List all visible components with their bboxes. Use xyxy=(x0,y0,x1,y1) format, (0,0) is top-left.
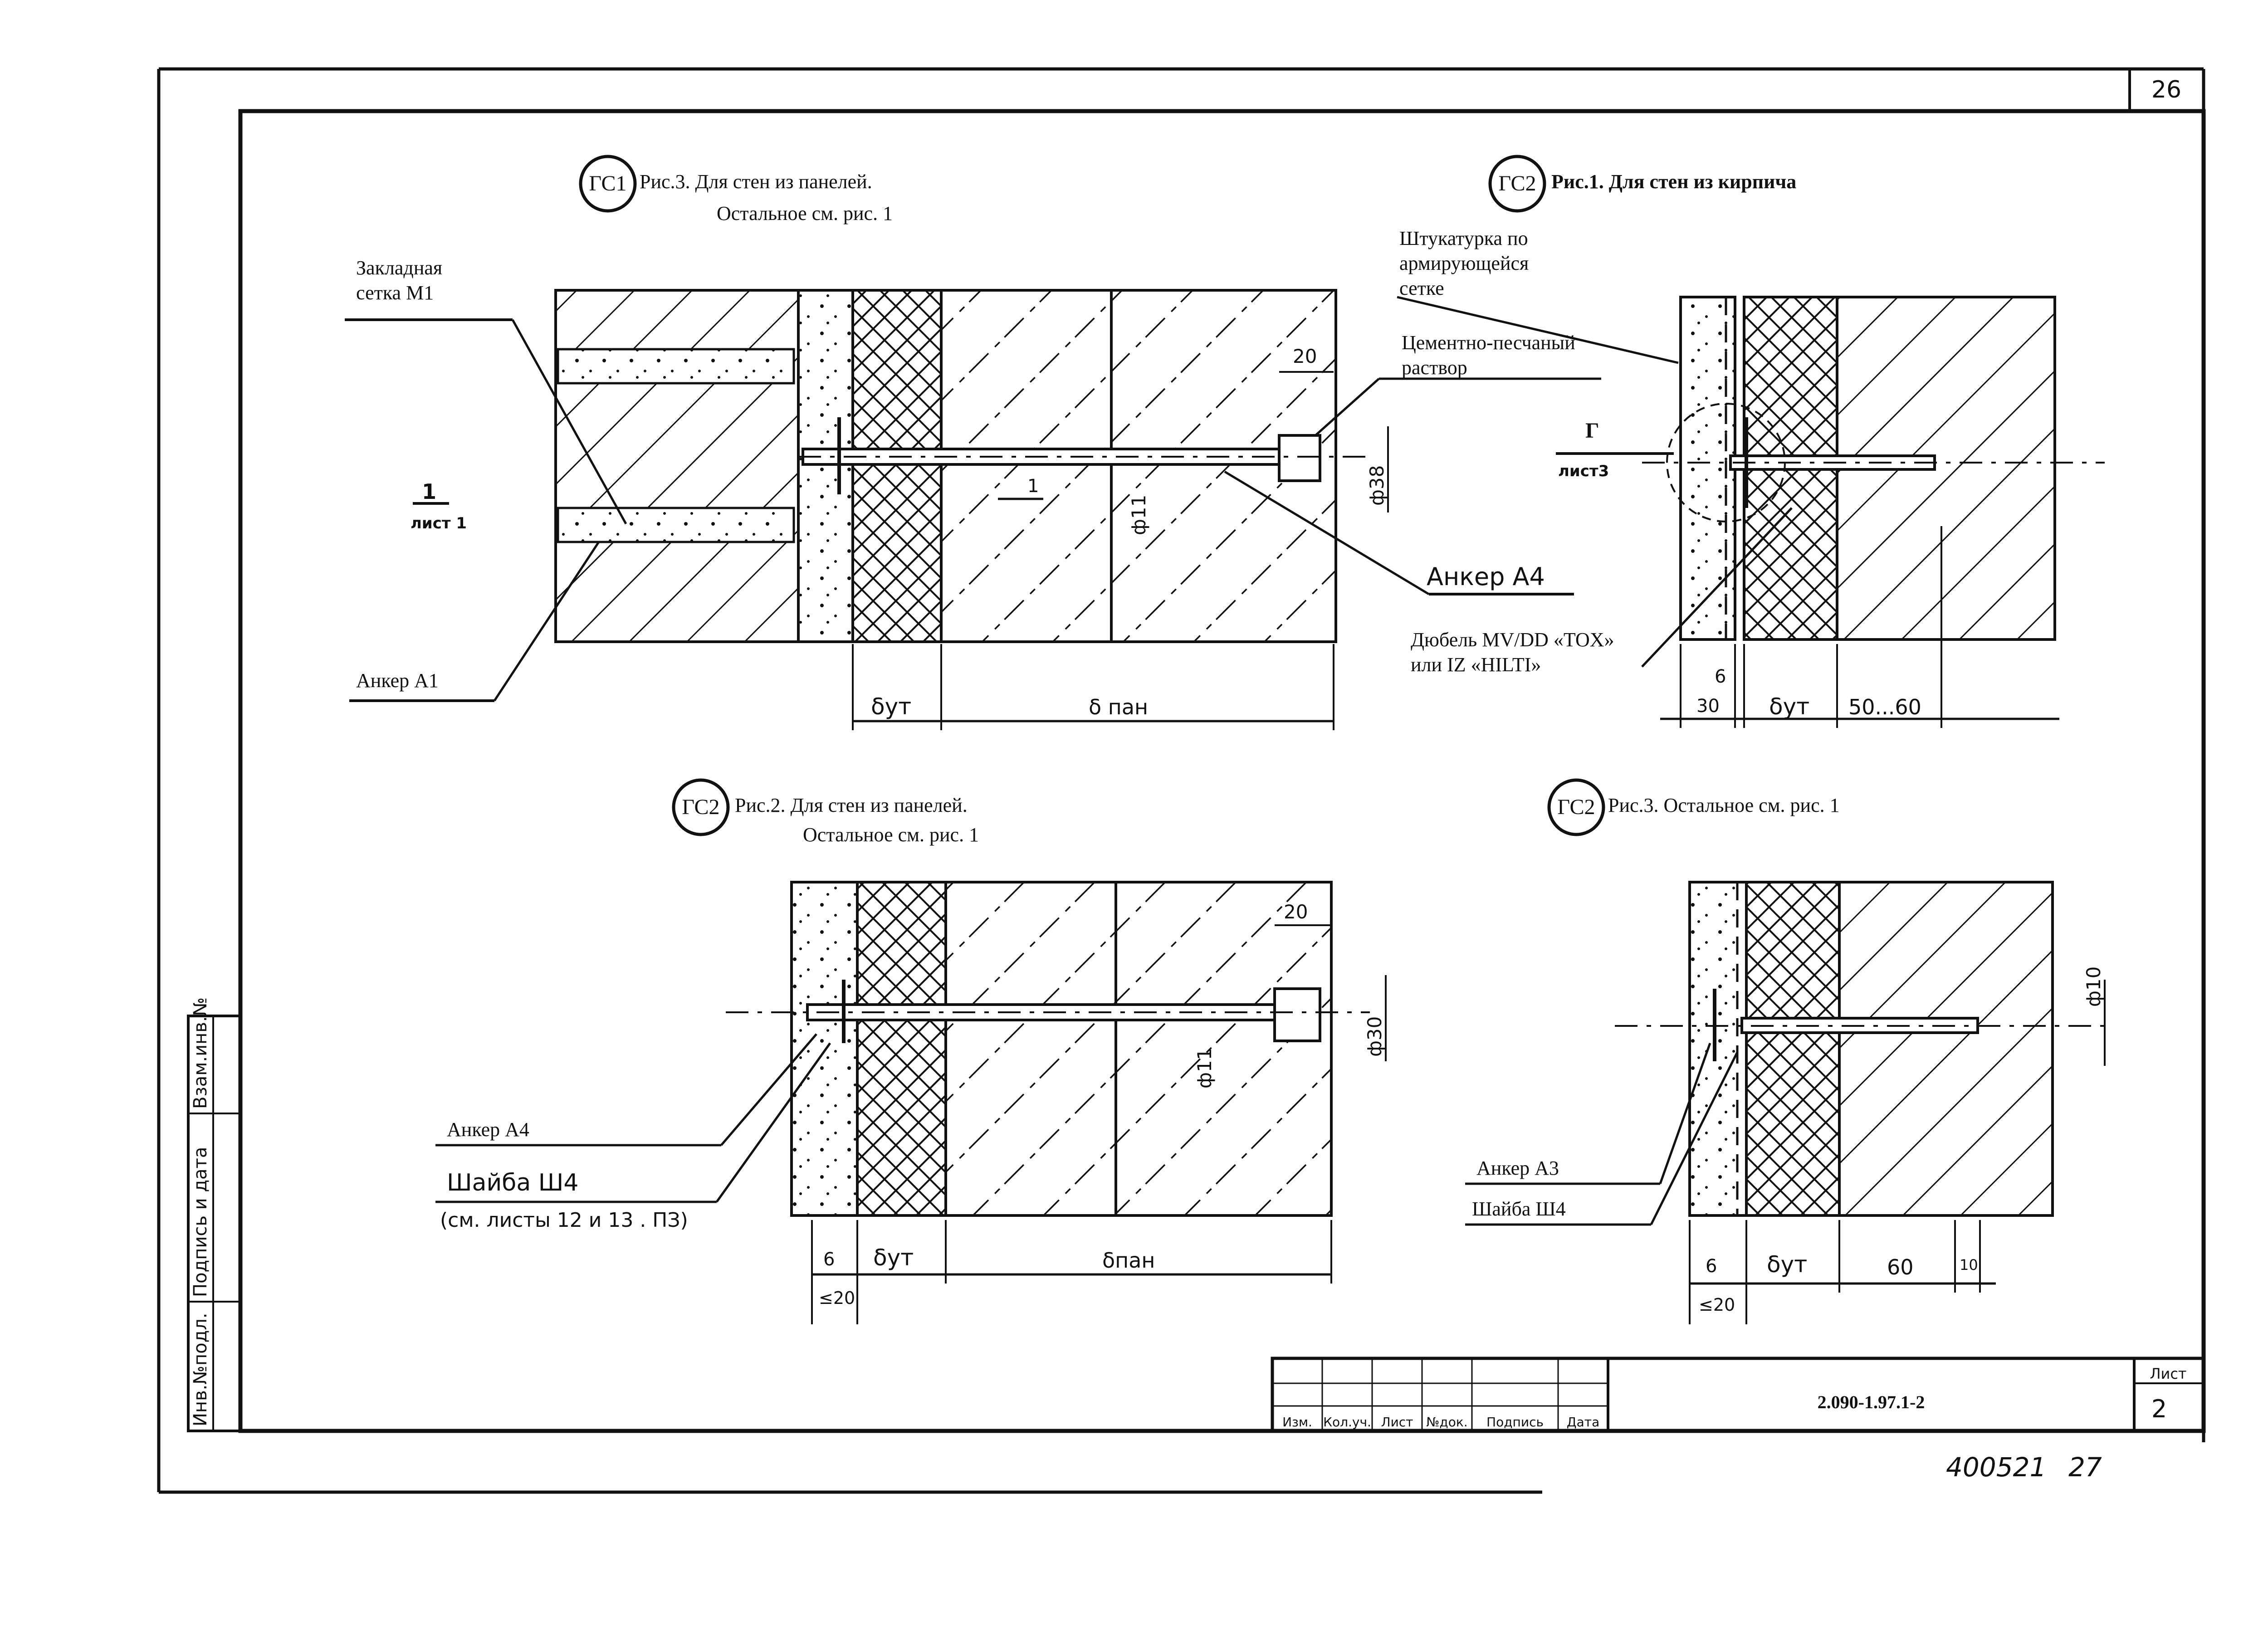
dim-dut: δут xyxy=(873,1245,914,1271)
insulation-layer xyxy=(856,881,947,1217)
insulation-layer xyxy=(1745,881,1841,1217)
sheet-label: Лист xyxy=(2150,1365,2186,1382)
label-dowel-line2: или IZ «HILTI» xyxy=(1411,654,1541,676)
joint-mortar-upper xyxy=(558,349,794,383)
figure-tag: ГС2 xyxy=(1557,795,1595,819)
dim-dut: δут xyxy=(1769,693,1809,720)
tb-col-izm: Изм. xyxy=(1282,1415,1312,1430)
figure-bottom-right: ГС2 Рис.3. Остальное см. рис. 1 xyxy=(1465,778,2109,1324)
dim-6: 6 xyxy=(1715,666,1726,687)
figure-bottom-left: ГС2 Рис.2. Для стен из панелей. Остально… xyxy=(435,778,1387,1324)
dim-6: 6 xyxy=(823,1249,835,1270)
label-dowel: Дюбель MV/DD «TOX» xyxy=(1411,629,1614,651)
sheet-frame xyxy=(157,67,2206,1494)
figure-tag-circle xyxy=(1488,155,1546,213)
tb-col-list: Лист xyxy=(1381,1415,1413,1430)
dim-dpan: δпан xyxy=(1102,1248,1155,1273)
handwritten-suffix: 27 xyxy=(2068,1452,2102,1483)
figure-caption: Рис.3. Остальное см. рис. 1 xyxy=(1608,794,1840,816)
plaster-texture xyxy=(792,882,857,1215)
stamp-replace-label: Взам.инв.№ xyxy=(190,997,211,1109)
sheet-number: 2 xyxy=(2151,1395,2167,1423)
side-stamp-labels: Инв.№подл. Подпись и дата Взам.инв.№ xyxy=(190,997,211,1426)
label-plaster-line3: сетке xyxy=(1399,277,1444,299)
node-sheet: лист3 xyxy=(1558,462,1609,480)
marker-1: 1 xyxy=(1027,476,1039,497)
section-mark: 1 xyxy=(422,479,436,504)
dim-d30: ф30 xyxy=(1364,1016,1386,1057)
figure-tag: ГС2 xyxy=(682,795,719,819)
dim-5060: 50...60 xyxy=(1848,695,1921,719)
label-mortar: Цементно-песчаный xyxy=(1402,332,1575,354)
tb-col-koluch: Кол.уч. xyxy=(1323,1415,1371,1430)
stamp-sign-label: Подпись и дата xyxy=(190,1147,211,1297)
dim-30: 30 xyxy=(1696,696,1720,717)
label-anchor-a3: Анкер А3 xyxy=(1476,1157,1559,1179)
label-mesh: Закладная xyxy=(356,257,442,279)
tb-col-doc: №док. xyxy=(1426,1415,1467,1430)
dim-dut: δут xyxy=(1767,1251,1807,1278)
label-mortar-line2: раствор xyxy=(1402,356,1467,379)
stamp-inv-label: Инв.№подл. xyxy=(190,1313,211,1426)
label-mesh-line2: сетка М1 xyxy=(356,282,434,304)
label-plaster: Штукатурка по xyxy=(1399,227,1528,249)
brick-wall xyxy=(1838,881,2054,1217)
dim-10: 10 xyxy=(1960,1256,1978,1274)
dim-20: 20 xyxy=(1293,345,1317,367)
label-plaster-line2: армирующейся xyxy=(1399,252,1529,274)
dim-le20: ≤20 xyxy=(1699,1295,1735,1315)
label-anchor-a4: Анкер А4 xyxy=(447,1118,529,1141)
figure-tag-circle xyxy=(1547,778,1605,836)
tb-col-date: Дата xyxy=(1567,1415,1600,1430)
handwritten-number: 400521 xyxy=(1946,1452,2046,1483)
insulation-layer xyxy=(851,289,943,643)
figure-top-right: ГС2 Рис.1. Для стен из кирпича xyxy=(1315,155,2105,728)
doc-code: 2.090-1.97.1-2 xyxy=(1818,1392,1925,1412)
label-anchor-a4: Анкер А4 xyxy=(1427,562,1545,591)
label-washer: Шайба Ш4 xyxy=(1472,1198,1566,1220)
figure-caption-line2: Остальное см. рис. 1 xyxy=(803,824,979,846)
anchor-nut xyxy=(1278,434,1321,482)
figure-caption: Рис.2. Для стен из панелей. xyxy=(735,794,968,816)
section-sheet: лист 1 xyxy=(411,514,467,532)
dim-dut: δут xyxy=(871,693,911,720)
panel-concrete xyxy=(944,881,1333,1217)
joint-mortar-lower xyxy=(558,508,794,542)
figure-tag-circle xyxy=(672,778,730,836)
tb-col-sign: Подпись xyxy=(1486,1415,1544,1430)
dim-d38: ф38 xyxy=(1366,465,1388,506)
dim-le20: ≤20 xyxy=(819,1288,855,1308)
figure-caption: Рис.3. Для стен из панелей. xyxy=(640,171,872,193)
dim-d11: ф11 xyxy=(1193,1048,1216,1088)
title-block: Изм. Кол.уч. Лист №док. Подпись Дата 2.0… xyxy=(1271,1357,2205,1433)
page-number: 26 xyxy=(2151,76,2181,103)
node-g: Г xyxy=(1585,419,1599,443)
dim-dpan: δ пан xyxy=(1089,695,1148,719)
dim-d11: ф11 xyxy=(1128,495,1150,535)
dim-60: 60 xyxy=(1887,1255,1914,1279)
label-anchor-a1: Анкер А1 xyxy=(356,669,439,692)
figure-top-left: ГС1 Рис.3. Для стен из панелей. Остально… xyxy=(345,155,1574,730)
label-washer: Шайба Ш4 xyxy=(447,1169,578,1196)
dim-6: 6 xyxy=(1706,1256,1717,1277)
panel-concrete-right xyxy=(940,289,1337,643)
figure-tag: ГС2 xyxy=(1498,171,1536,195)
dim-d10: ф10 xyxy=(2082,966,2105,1007)
figure-tag: ГС1 xyxy=(589,171,626,195)
figure-caption: Рис.1. Для стен из кирпича xyxy=(1551,171,1796,193)
dim-20: 20 xyxy=(1284,901,1308,923)
figure-tag-circle xyxy=(579,155,637,213)
figure-caption-line2: Остальное см. рис. 1 xyxy=(717,202,893,225)
anchor-nut xyxy=(1273,987,1321,1042)
label-washer-ref: (см. листы 12 и 13 . ПЗ) xyxy=(440,1209,688,1232)
plaster-texture xyxy=(798,290,853,642)
